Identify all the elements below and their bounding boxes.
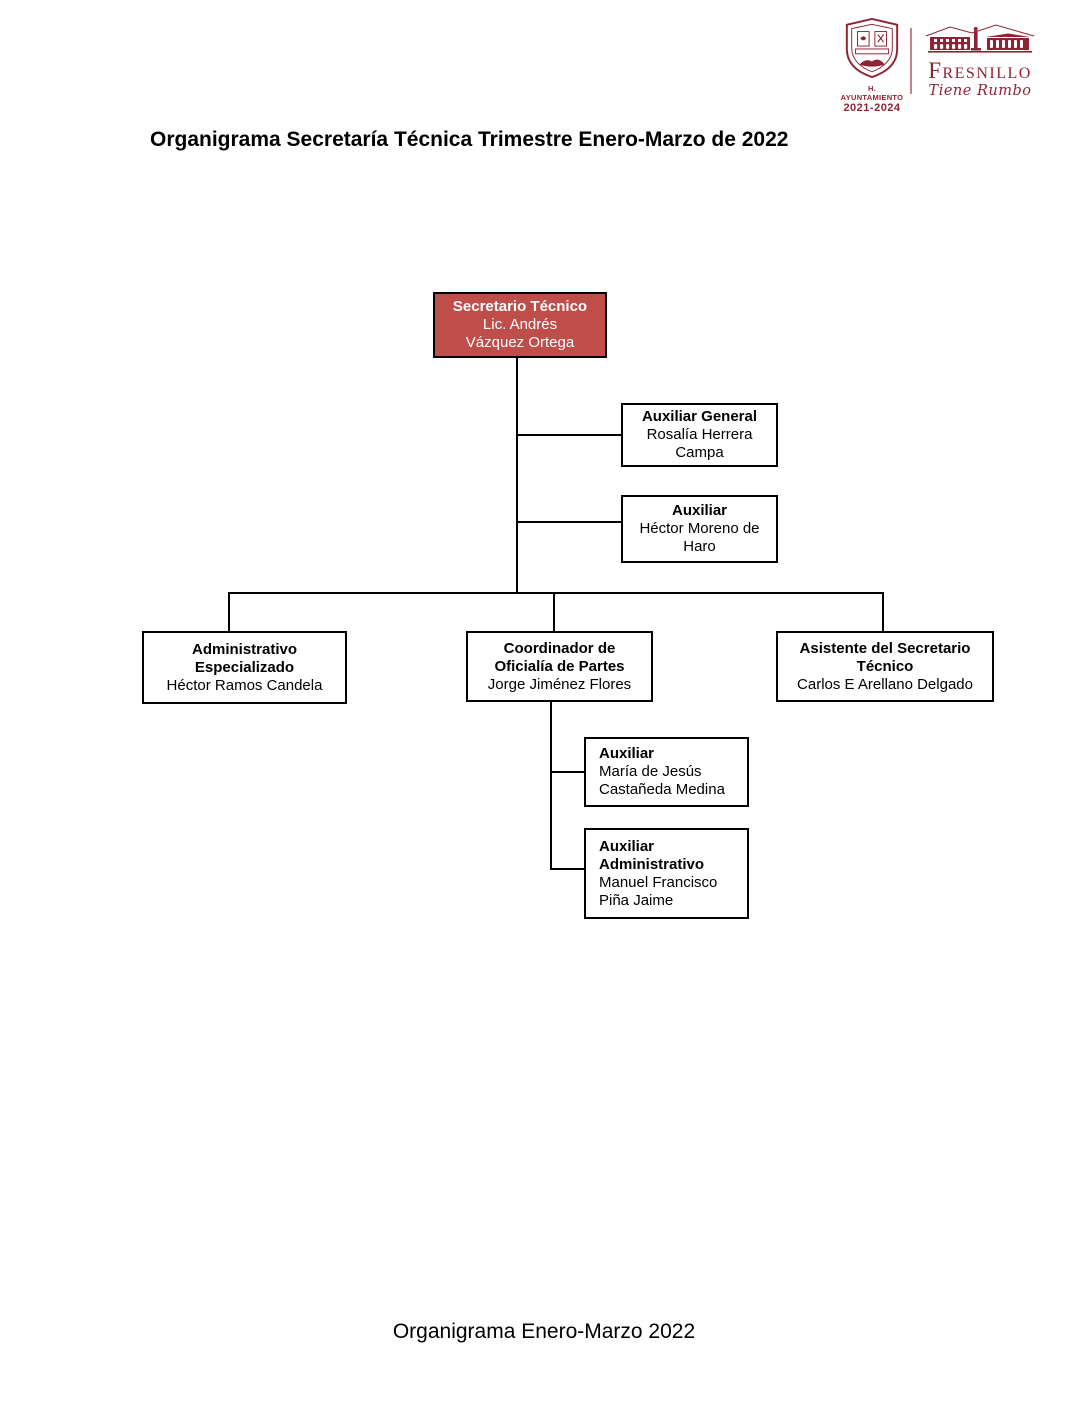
node-title: Auxiliar	[599, 745, 655, 762]
org-node-asistente-secretario: Asistente del Secretario Técnico Carlos …	[776, 631, 994, 702]
org-node-secretario-tecnico: Secretario Técnico Lic. Andrés Vázquez O…	[433, 292, 607, 358]
org-node-auxiliar-general: Auxiliar General Rosalía Herrera Campa	[621, 403, 778, 467]
connector-line	[228, 592, 884, 594]
node-title: Auxiliar Administrativo	[599, 837, 705, 873]
fresnillo-wordmark: Fresnillo	[928, 58, 1032, 83]
org-node-auxiliar: Auxiliar Héctor Moreno de Haro	[621, 495, 778, 563]
org-node-administrativo-especializado: Administrativo Especializado Héctor Ramo…	[142, 631, 347, 704]
crest-caption: H. AYUNTAMIENTO	[840, 84, 904, 102]
ayuntamiento-crest: H. AYUNTAMIENTO 2021-2024	[836, 17, 908, 114]
node-title: Auxiliar	[671, 502, 728, 519]
connector-line	[550, 868, 584, 870]
node-title: Administrativo Especializado	[191, 640, 297, 676]
crest-years: 2021-2024	[843, 102, 901, 114]
skyline-icon	[925, 24, 1035, 53]
org-node-auxiliar-maria: Auxiliar María de Jesús Castañeda Medina	[584, 737, 749, 807]
connector-line	[518, 521, 621, 523]
connector-line	[518, 434, 621, 436]
fresnillo-logo: Fresnillo Tiene Rumbo	[916, 24, 1044, 99]
org-node-auxiliar-administrativo: Auxiliar Administrativo Manuel Francisco…	[584, 828, 749, 919]
connector-line	[516, 358, 518, 594]
node-person-name: Lic. Andrés Vázquez Ortega	[465, 316, 575, 351]
node-title: Secretario Técnico	[452, 298, 588, 315]
connector-line	[228, 592, 230, 631]
node-title: Asistente del Secretario Técnico	[799, 639, 971, 675]
footer-caption: Organigrama Enero-Marzo 2022	[392, 1320, 696, 1343]
connector-line	[553, 592, 555, 631]
connector-line	[550, 771, 584, 773]
node-person-name: Rosalía Herrera Campa	[646, 426, 753, 461]
node-person-name: María de Jesús Castañeda Medina	[599, 763, 725, 798]
org-node-coordinador-oficialia: Coordinador de Oficialía de Partes Jorge…	[466, 631, 653, 702]
page-title: Organigrama Secretaría Técnica Trimestre…	[150, 128, 789, 151]
node-person-name: Jorge Jiménez Flores	[487, 675, 632, 693]
logo-divider	[910, 28, 912, 94]
connector-line	[550, 702, 552, 870]
node-title: Auxiliar General	[641, 408, 758, 425]
node-person-name: Manuel Francisco Piña Jaime	[599, 873, 718, 909]
shield-crest-icon	[845, 17, 899, 79]
node-person-name: Héctor Moreno de Haro	[639, 520, 760, 555]
node-person-name: Héctor Ramos Candela	[166, 676, 323, 694]
connector-line	[882, 592, 884, 631]
node-person-name: Carlos E Arellano Delgado	[797, 675, 973, 693]
fresnillo-tagline: Tiene Rumbo	[928, 83, 1032, 99]
node-title: Coordinador de Oficialía de Partes	[494, 639, 625, 675]
